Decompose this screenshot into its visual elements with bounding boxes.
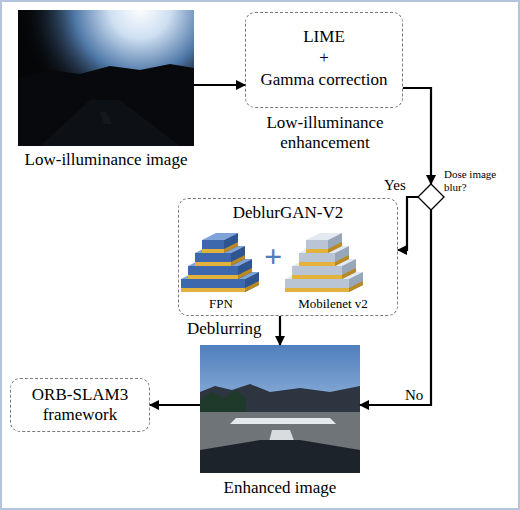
block-label: FPN: [181, 296, 261, 312]
output-image: Enhanced image: [200, 345, 360, 473]
flow-arrow: [150, 404, 200, 406]
decision-text: Dose image blur?: [444, 168, 506, 194]
stage-caption: Low-illuminance enhancement: [236, 113, 414, 153]
image-caption: Enhanced image: [180, 478, 380, 498]
process-text: LIME: [246, 27, 402, 47]
process-text: Gamma correction: [246, 70, 402, 90]
network-box: DeblurGAN-V2DeblurringFPNMobilenet v2: [178, 198, 398, 316]
fpn-block: FPN: [181, 226, 261, 314]
process-box: LIME+Gamma correctionLow-illuminance enh…: [245, 12, 403, 108]
flow-arrow: [360, 210, 431, 405]
block-label: Mobilenet v2: [283, 296, 383, 312]
branch-label: Yes: [384, 176, 406, 194]
input-image: Low-illuminance image: [18, 10, 194, 146]
framework-box: ORB-SLAM3 framework: [10, 378, 150, 432]
flow-arrow: [398, 197, 418, 250]
framework-text: ORB-SLAM3 framework: [20, 385, 140, 425]
mobilenet-pyramid: [285, 233, 363, 292]
flow-arrow: [279, 316, 281, 345]
enhanced-photo: [200, 345, 360, 473]
fpn-pyramid: [181, 233, 259, 292]
stage-caption: Deblurring: [187, 319, 327, 339]
diamond-shape: [418, 184, 444, 210]
network-title: DeblurGAN-V2: [179, 203, 397, 223]
flow-arrow: [403, 88, 431, 184]
image-caption: Low-illuminance image: [0, 150, 214, 170]
decision-diamond: Dose image blur?: [418, 184, 444, 210]
diamond-outline: [418, 184, 444, 210]
process-text: +: [246, 48, 402, 68]
dark-photo: [18, 10, 194, 146]
flow-arrow: [194, 84, 245, 86]
branch-label: No: [405, 386, 423, 404]
plus-sign: +: [262, 240, 284, 272]
backbone-block: Mobilenet v2: [283, 226, 383, 314]
